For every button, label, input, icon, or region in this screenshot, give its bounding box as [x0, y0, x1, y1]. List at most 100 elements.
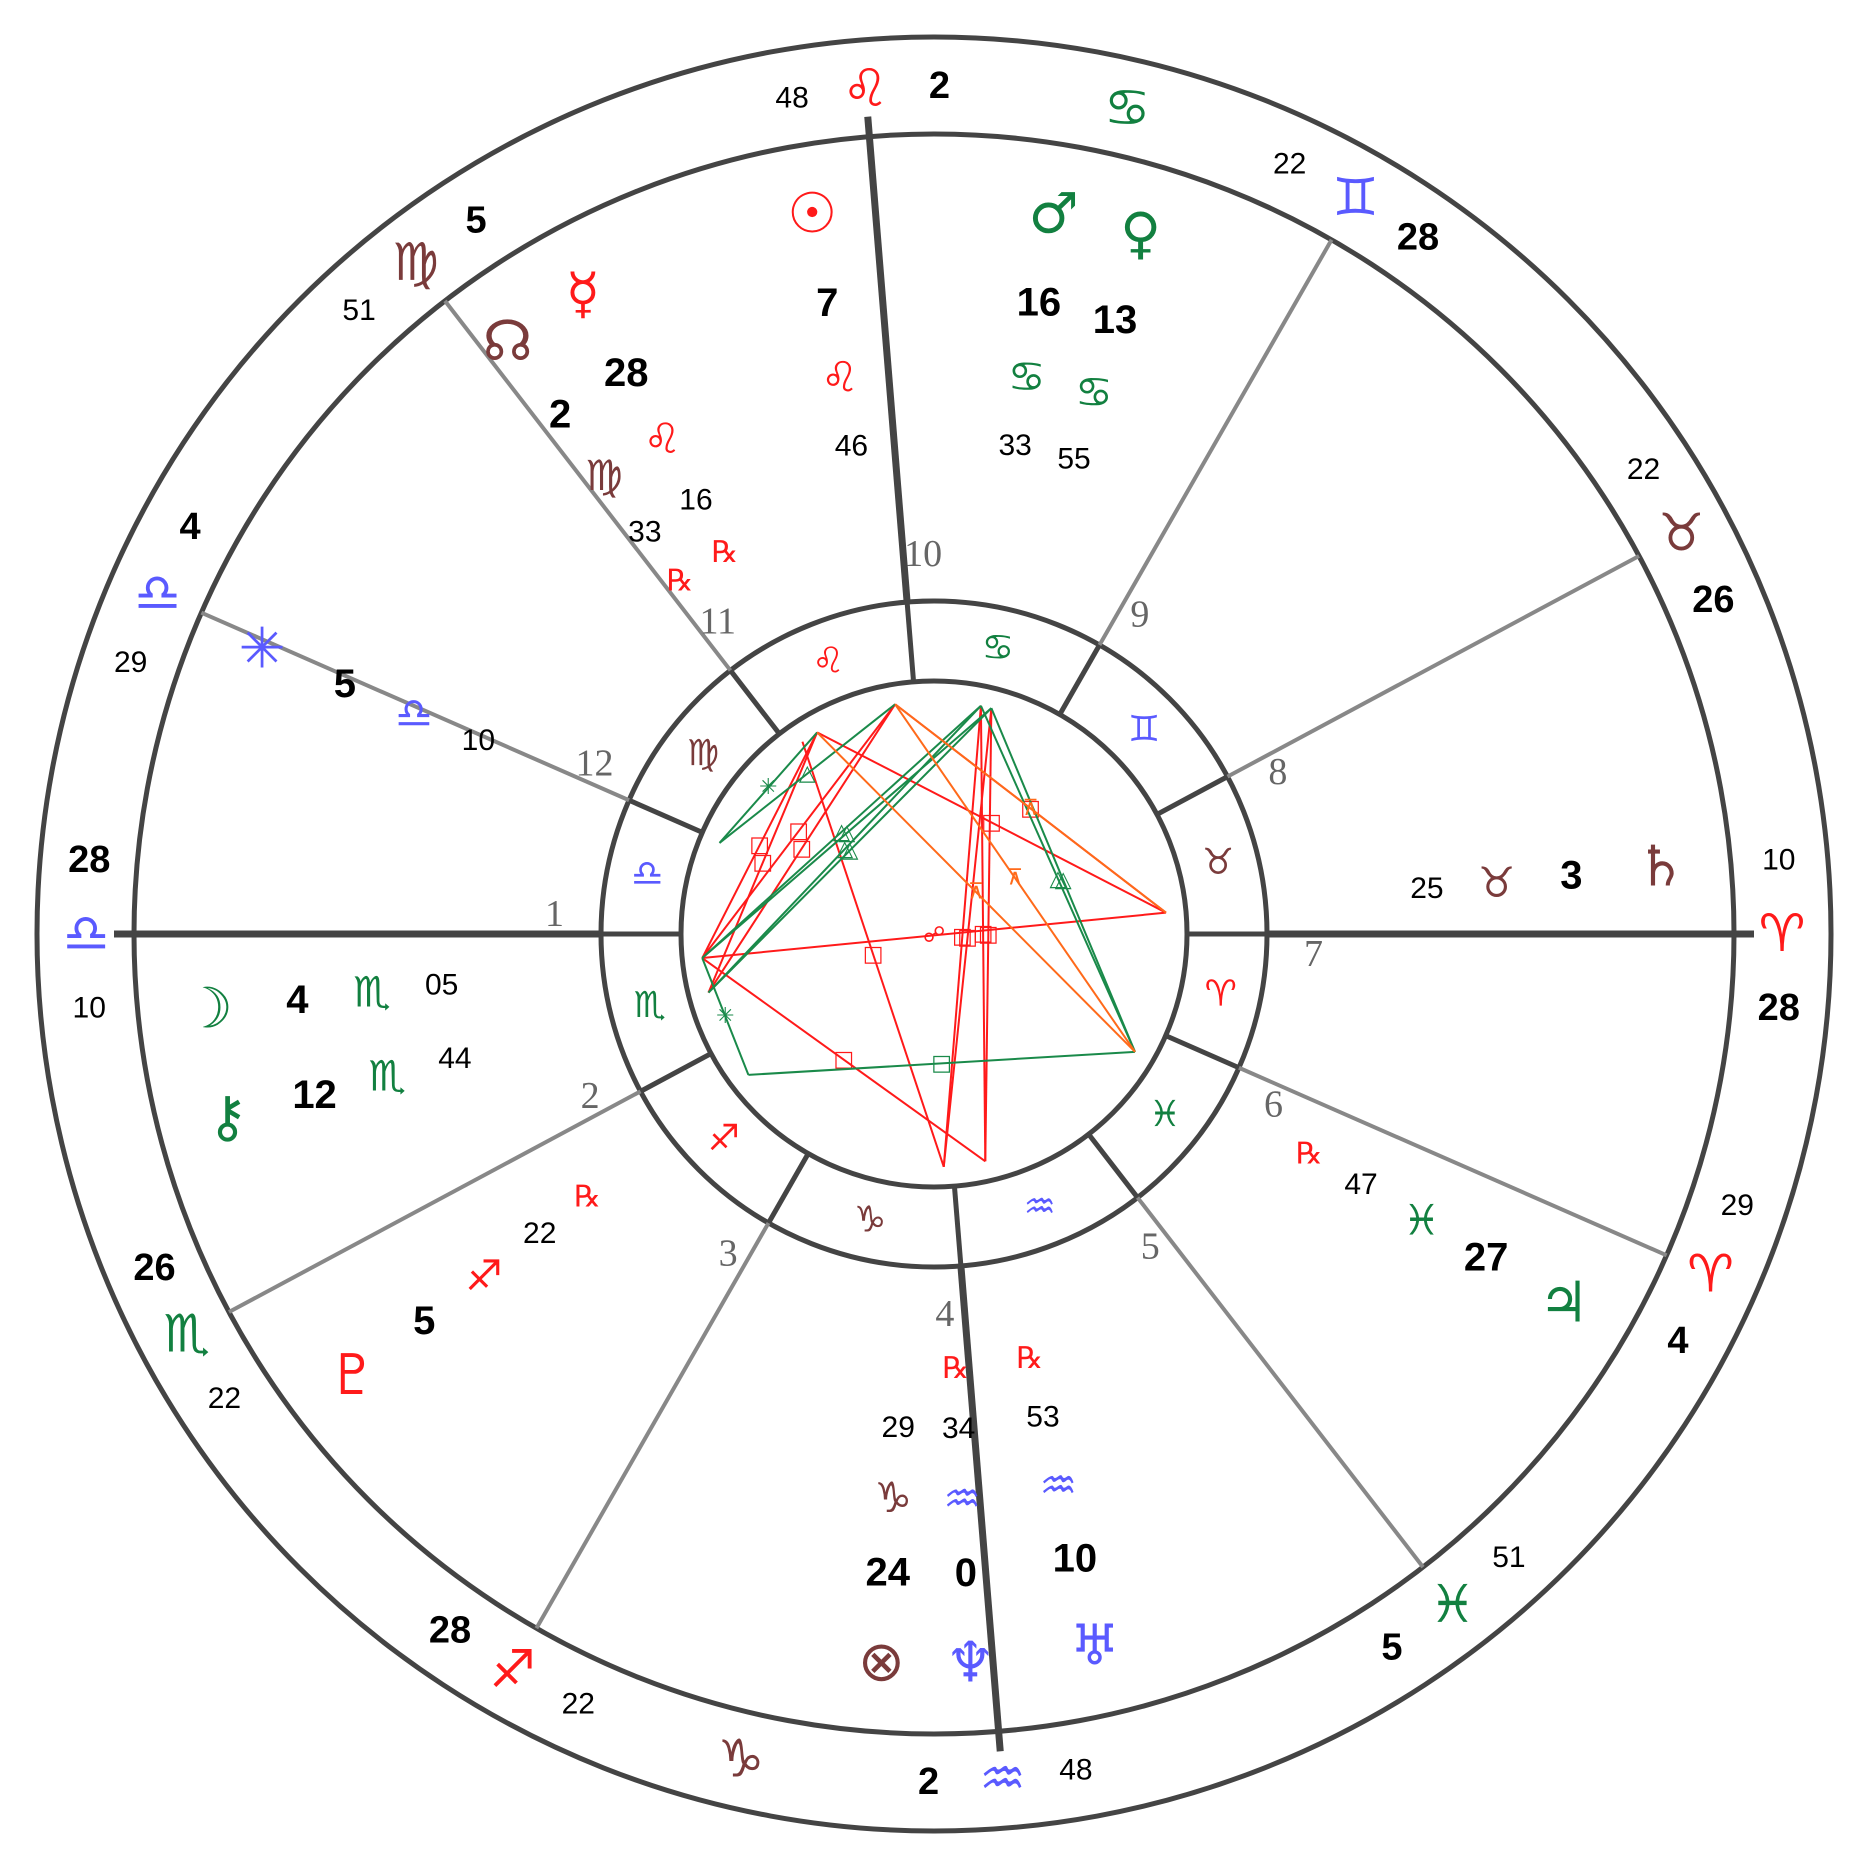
aspect-symbol: ⊼: [1007, 866, 1023, 891]
inner-sign-scorpio-icon: ♏: [634, 985, 666, 1026]
planet-sign-sagittarius-icon: ♐: [465, 1251, 503, 1300]
inner-sign-sagittarius-icon: ♐: [708, 1118, 740, 1159]
cusp-sign-taurus-icon: ♉: [1658, 503, 1705, 563]
planet-minutes: 05: [425, 969, 458, 1002]
house-number: 4: [935, 1293, 954, 1335]
planet-sign-scorpio-icon: ♏: [353, 968, 391, 1017]
neptune-icon: ♆: [945, 1631, 995, 1696]
aspect-symbol: □: [833, 1047, 854, 1072]
house-number: 8: [1268, 751, 1287, 793]
planet-sun: ☉7♌46: [787, 182, 868, 463]
planet-minutes: 25: [1410, 872, 1443, 905]
retrograde-icon: ℞: [711, 535, 738, 570]
aspect-symbol: △: [833, 819, 850, 844]
house-number: 7: [1304, 933, 1323, 975]
planet-minutes: 10: [462, 724, 495, 757]
planet-minutes: 16: [679, 483, 712, 516]
aspect-symbol: ⊼: [1023, 796, 1039, 821]
aspect-symbol: ✳: [759, 775, 777, 800]
cusp-label-house-10: ♌248: [775, 59, 950, 119]
cusp-label-house-12: ♎429: [114, 506, 201, 679]
cusp-sign-aries-icon: ♈: [1759, 904, 1806, 964]
house-ring-divider: [951, 1185, 964, 1267]
aspect-symbol: □: [749, 833, 770, 858]
planet-chiron: ⚷12♏44: [207, 1042, 472, 1150]
aspect-line: [894, 703, 1136, 1053]
aspect-line: [707, 732, 819, 993]
planet-uranus: ♅10♒53℞: [1016, 1341, 1119, 1679]
house-number: 1: [545, 893, 564, 935]
planet-minutes: 47: [1344, 1168, 1377, 1201]
aspect-line: [701, 731, 819, 959]
aspect-line: [816, 731, 1136, 1053]
house-cusp-line-11: [443, 299, 733, 672]
house-number: 2: [581, 1075, 600, 1117]
aspect-symbol: ☍: [923, 923, 945, 948]
aspect-symbol: ✳: [716, 1004, 734, 1029]
planet-venus: ♀13♋55: [1057, 201, 1161, 475]
planet-pluto: ♇5♐22℞: [327, 1180, 601, 1408]
saturn-icon: ♄: [1636, 835, 1686, 900]
cusp-minutes: 22: [1627, 453, 1660, 486]
house-number: 5: [1141, 1225, 1160, 1267]
aspect-symbol: □: [863, 942, 884, 967]
house-cusp-line-4: [957, 1265, 1004, 1752]
cusp-degree: 26: [133, 1247, 175, 1289]
cusp-label-house-11: ♍551: [342, 199, 486, 327]
inner-sign-libra-icon: ♎: [631, 853, 663, 894]
planet-degree: 13: [1093, 298, 1138, 342]
aspect-line: [718, 731, 818, 844]
aspect-symbol: △: [841, 838, 858, 863]
house-ring-divider: [1155, 774, 1229, 817]
planet-degree: 27: [1464, 1236, 1509, 1280]
inner-sign-cancer-icon: ♋: [982, 628, 1014, 669]
vesta-icon: ✳: [239, 616, 286, 681]
cusp-minutes: 51: [342, 294, 375, 327]
cusp-sign-libra-icon: ♎: [63, 904, 110, 964]
retrograde-icon: ℞: [666, 563, 693, 598]
aspect-symbol: △: [1055, 868, 1072, 893]
aspect-line: [748, 1050, 1136, 1076]
planet-degree: 10: [1053, 1536, 1098, 1580]
house-ring-divider: [639, 1051, 713, 1094]
cusp-minutes: 29: [114, 646, 147, 679]
cusp-sign-aries-icon: ♈: [1687, 1245, 1734, 1305]
north-node-icon: ☊: [483, 309, 533, 374]
inner-sign-virgo-icon: ♍: [687, 733, 719, 774]
planet-moon: ☽4♏05: [183, 968, 459, 1042]
sun-icon: ☉: [787, 182, 837, 247]
intercepted-capricorn-icon: ♑: [718, 1730, 765, 1790]
inner-sign-capricorn-icon: ♑: [854, 1199, 886, 1240]
planet-degree: 24: [866, 1550, 911, 1594]
aspect-symbol: □: [978, 922, 999, 947]
cusp-degree: 28: [1397, 217, 1439, 259]
house-cusp-line-12: [200, 610, 630, 803]
planet-minutes: 29: [882, 1411, 915, 1444]
cusp-minutes: 51: [1492, 1541, 1525, 1574]
cusp-minutes: 48: [775, 81, 808, 114]
house-cusp-line-9: [1097, 238, 1334, 647]
house-cusp-line-2: [228, 1089, 642, 1314]
cusp-sign-pisces-icon: ♓: [1429, 1575, 1476, 1635]
house-number: 12: [575, 742, 613, 784]
planet-minutes: 55: [1057, 443, 1090, 476]
planet-sign-leo-icon: ♌: [821, 352, 859, 401]
outer-ring: [34, 34, 1834, 1834]
house-ring-divider: [904, 601, 917, 683]
cusp-degree: 28: [429, 1609, 471, 1651]
cusp-degree: 2: [929, 65, 950, 107]
aspect-symbol: □: [788, 819, 809, 844]
intercepted-cancer-icon: ♋: [1104, 78, 1151, 138]
aspect-line: [984, 708, 993, 1162]
retrograde-icon: ℞: [574, 1180, 601, 1215]
inner-sign-taurus-icon: ♉: [1202, 842, 1234, 883]
house-number: 9: [1130, 594, 1149, 636]
aspect-symbol: □: [752, 850, 773, 875]
planet-sign-capricorn-icon: ♑: [874, 1473, 912, 1522]
aspect-line: [942, 708, 993, 1167]
planet-sign-cancer-icon: ♋: [1075, 368, 1113, 417]
mars-icon: ♂: [1029, 181, 1079, 246]
